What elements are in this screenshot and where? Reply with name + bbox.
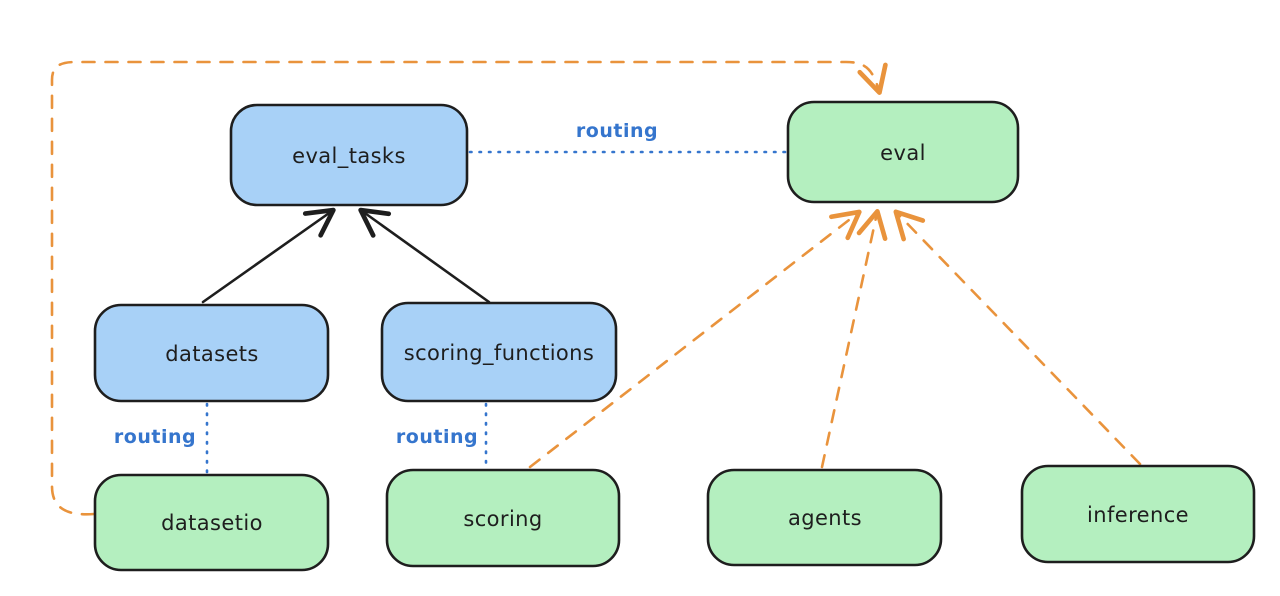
node-scoring: scoring: [385, 468, 621, 568]
node-inference: inference: [1020, 464, 1256, 564]
node-agents-label: agents: [788, 506, 862, 530]
edge-scoring-to-eval: [528, 209, 862, 469]
node-agents: agents: [706, 468, 943, 567]
node-scoring-box: [385, 468, 621, 568]
edge-scoring-functions-to-eval-tasks: [358, 207, 491, 304]
node-eval-box: [786, 100, 1020, 204]
edge-inference-to-eval: [893, 209, 1142, 466]
node-inference-box: [1020, 464, 1256, 564]
node-datasets-label: datasets: [165, 342, 259, 366]
node-eval-tasks-label: eval_tasks: [292, 144, 406, 169]
edge-datasets-to-eval-tasks: [201, 207, 336, 304]
node-eval-tasks-box: [229, 103, 469, 207]
node-scoring-label: scoring: [463, 507, 542, 531]
routing-label-top: routing: [576, 120, 658, 142]
routing-label-scoring: routing: [396, 426, 478, 448]
node-scoring-functions-box: [380, 301, 618, 403]
node-scoring-functions: scoring_functions: [380, 301, 618, 403]
edge-datasetio-to-eval: [50, 60, 888, 516]
node-eval-tasks: eval_tasks: [229, 103, 469, 207]
node-eval: eval: [786, 100, 1020, 204]
node-inference-label: inference: [1087, 503, 1189, 527]
node-datasets-box: [93, 303, 330, 403]
routing-label-datasets: routing: [114, 426, 196, 448]
node-datasets: datasets: [93, 303, 330, 403]
node-datasetio-label: datasetio: [161, 511, 263, 535]
node-agents-box: [706, 468, 943, 567]
node-datasetio-box: [93, 473, 330, 572]
node-eval-label: eval: [880, 141, 926, 165]
edge-agents-to-eval: [820, 209, 888, 469]
node-scoring-functions-label: scoring_functions: [404, 341, 594, 366]
node-datasetio: datasetio: [93, 473, 330, 572]
